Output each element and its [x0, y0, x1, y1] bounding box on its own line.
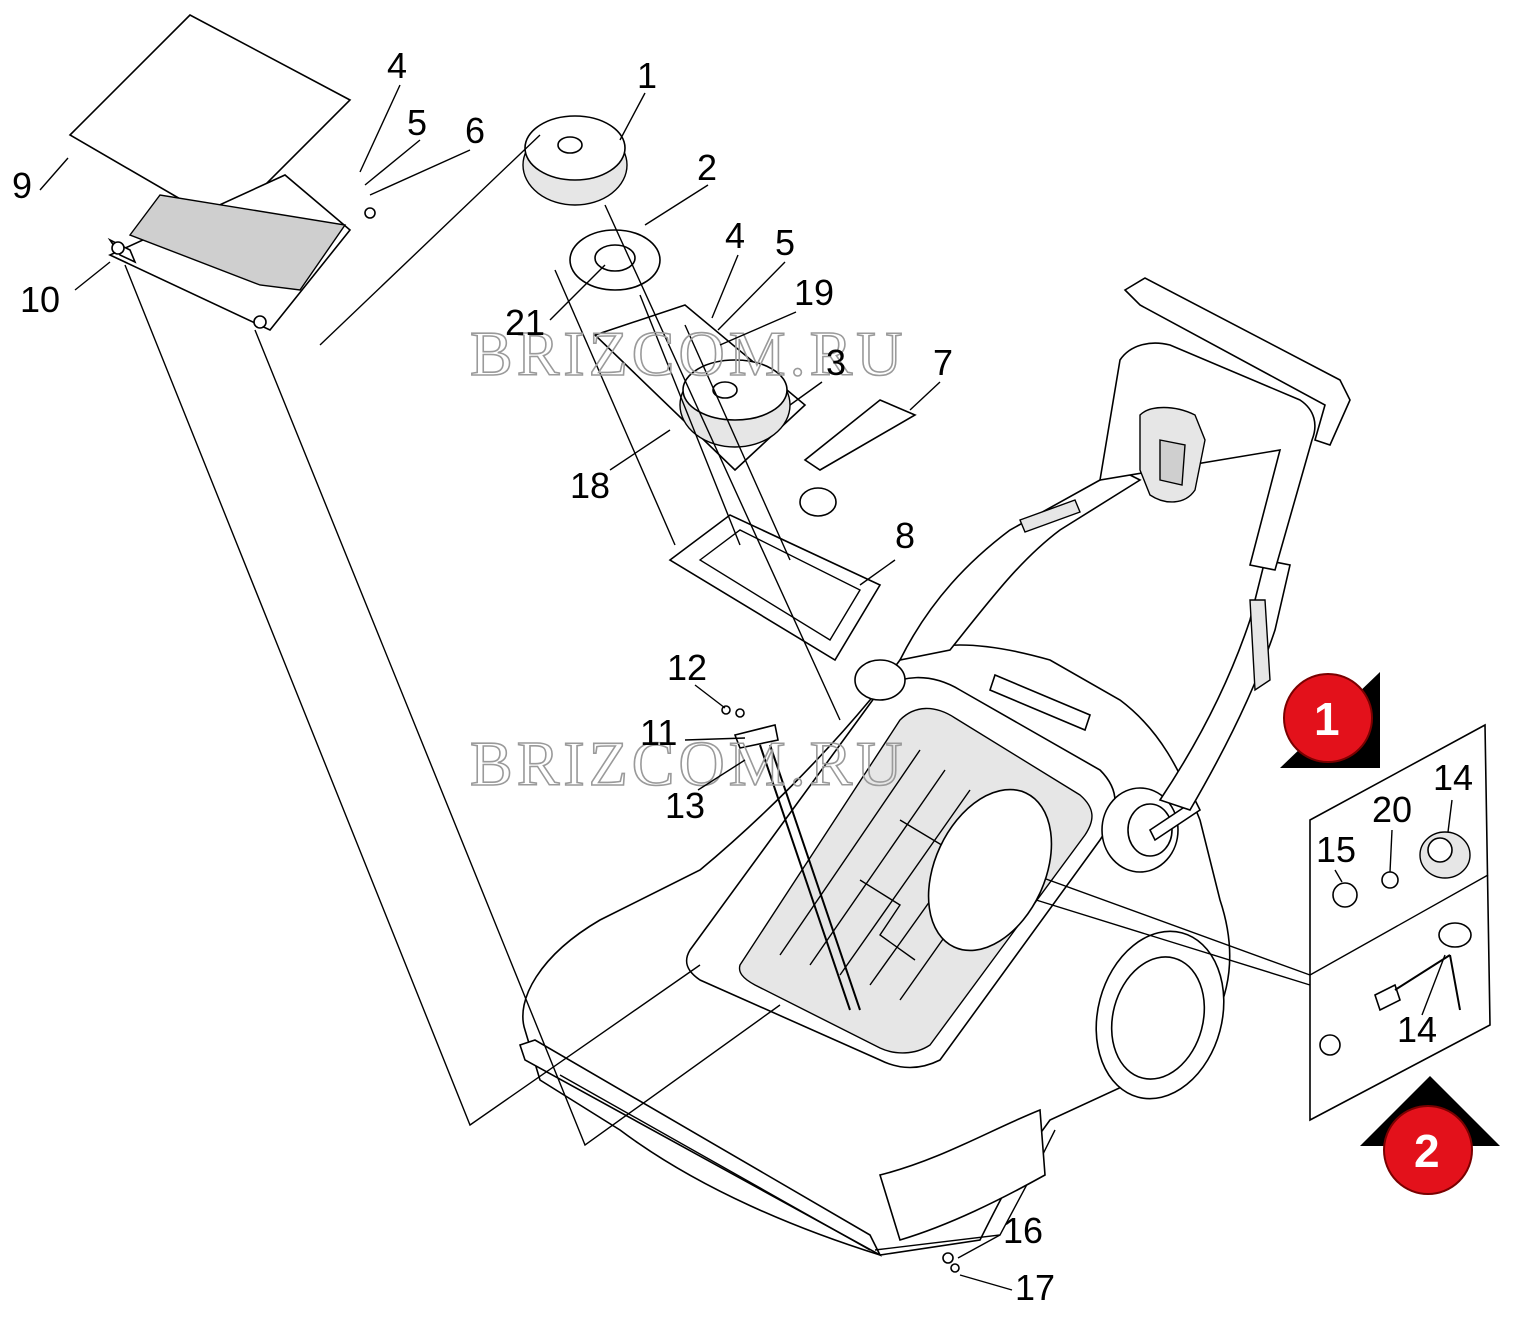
callout-13: 13 [665, 785, 705, 826]
motor-assembly [522, 115, 917, 662]
callout-5a: 5 [407, 102, 427, 143]
assembly-lines [124, 134, 1311, 1147]
badge-2-circle [1383, 1105, 1473, 1195]
detail-circle [927, 788, 1053, 952]
float-probe [721, 705, 861, 1011]
callout-15: 15 [1316, 829, 1356, 870]
variant-detail-box [1309, 723, 1491, 1122]
callout-12: 12 [667, 647, 707, 688]
watermark-top: BRIZCOM.RU [470, 318, 907, 389]
callout-14a: 14 [1433, 757, 1473, 798]
callout-16: 16 [1003, 1210, 1043, 1251]
callout-2: 2 [697, 147, 717, 188]
filter-cover-assembly [68, 14, 376, 331]
callout-10: 10 [20, 279, 60, 320]
badge-1-number: 1 [1314, 693, 1340, 745]
badge-2-number: 2 [1414, 1125, 1440, 1177]
callout-leaders [39, 84, 1453, 1291]
callout-11: 11 [640, 712, 677, 753]
variant-badge-1: 1 [1280, 672, 1380, 768]
callout-21: 21 [505, 302, 545, 343]
callout-20: 20 [1372, 789, 1412, 830]
callout-18: 18 [570, 465, 610, 506]
callout-1: 1 [637, 55, 657, 96]
callout-17: 17 [1015, 1267, 1055, 1308]
callout-14b: 14 [1397, 1009, 1437, 1050]
callout-6: 6 [465, 110, 485, 151]
callout-4a: 4 [387, 45, 407, 86]
machine-housing [518, 277, 1351, 1257]
callout-7: 7 [933, 342, 953, 383]
callout-3: 3 [826, 342, 846, 383]
callout-5b: 5 [775, 222, 795, 263]
callout-8: 8 [895, 515, 915, 556]
callout-9: 9 [12, 165, 32, 206]
callout-19: 19 [794, 272, 834, 313]
callout-labels: 1 2 3 4 4 5 5 6 7 8 9 10 11 12 13 14 14 … [12, 45, 1473, 1308]
fasteners-bottom [942, 1252, 960, 1273]
variant-badge-2: 2 [1360, 1076, 1500, 1195]
badge-1-circle [1283, 673, 1373, 763]
callout-4b: 4 [725, 215, 745, 256]
